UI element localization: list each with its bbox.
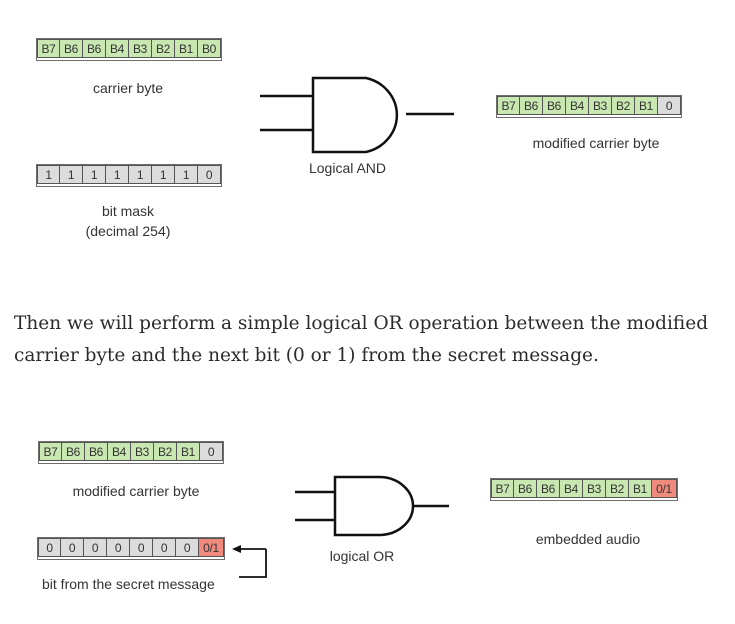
bit-cell: 0 — [130, 538, 153, 557]
bit-cell: 1 — [152, 165, 175, 184]
bit-cell: 0 — [84, 538, 107, 557]
bit-cell: 0 — [200, 442, 223, 461]
bit-cell: B6 — [60, 39, 83, 58]
bit-cell: 1 — [129, 165, 152, 184]
bit-cell: B3 — [129, 39, 152, 58]
bit-cell: 0 — [153, 538, 176, 557]
bit-cell: B3 — [583, 479, 606, 498]
bit-cell: 0 — [38, 538, 61, 557]
bit-cell: 0 — [198, 165, 221, 184]
bit-cell: B6 — [543, 96, 566, 115]
bit-cell: B6 — [62, 442, 85, 461]
bit-cell: B7 — [497, 96, 520, 115]
modified-carrier-byte-input-label: modified carrier byte — [72, 483, 200, 499]
bit-cell: B7 — [37, 39, 60, 58]
and-gate-icon — [260, 76, 454, 154]
bit-cell: B1 — [635, 96, 658, 115]
bit-cell: B1 — [175, 39, 198, 58]
bit-cell: 0 — [61, 538, 84, 557]
bit-cell: B6 — [83, 39, 106, 58]
bit-cell: B2 — [606, 479, 629, 498]
bit-cell: 0 — [658, 96, 681, 115]
bit-cell: 1 — [175, 165, 198, 184]
secret-bit-arrow-icon — [232, 545, 267, 578]
bit-cell: B2 — [152, 39, 175, 58]
bit-cell: B0 — [198, 39, 221, 58]
bit-cell: 1 — [106, 165, 129, 184]
bit-cell: 0 — [107, 538, 130, 557]
carrier-byte-label: carrier byte — [92, 80, 164, 96]
bit-cell: B6 — [520, 96, 543, 115]
bit-cell: 1 — [60, 165, 83, 184]
bit-mask-label: bit mask — [101, 203, 155, 219]
explanation-paragraph: Then we will perform a simple logical OR… — [14, 313, 709, 366]
bit-cell: B4 — [560, 479, 583, 498]
bit-cell: 0/1 — [199, 538, 224, 557]
or-gate-label: logical OR — [329, 548, 395, 564]
bit-cell: B2 — [154, 442, 177, 461]
bit-cell: B2 — [612, 96, 635, 115]
bit-cell: B7 — [491, 479, 514, 498]
or-gate-icon — [295, 475, 449, 537]
bit-cell: B1 — [629, 479, 652, 498]
bit-cell: 1 — [83, 165, 106, 184]
bit-cell: B6 — [85, 442, 108, 461]
bit-cell: B6 — [514, 479, 537, 498]
bit-mask-decimal: (decimal 254) — [85, 223, 171, 239]
modified-carrier-byte-output-label: modified carrier byte — [532, 135, 660, 151]
bit-cell: B1 — [177, 442, 200, 461]
bit-cell: 1 — [37, 165, 60, 184]
and-gate-label: Logical AND — [308, 160, 387, 176]
bit-cell: B7 — [39, 442, 62, 461]
embedded-audio-label: embedded audio — [535, 531, 641, 547]
bit-cell: B4 — [108, 442, 131, 461]
bit-cell: B6 — [537, 479, 560, 498]
bit-cell: B4 — [566, 96, 589, 115]
bit-cell: B4 — [106, 39, 129, 58]
bit-cell: 0/1 — [652, 479, 677, 498]
bit-cell: B3 — [131, 442, 154, 461]
bit-cell: B3 — [589, 96, 612, 115]
bit-cell: 0 — [176, 538, 199, 557]
secret-bit-label: bit from the secret message — [42, 576, 215, 592]
